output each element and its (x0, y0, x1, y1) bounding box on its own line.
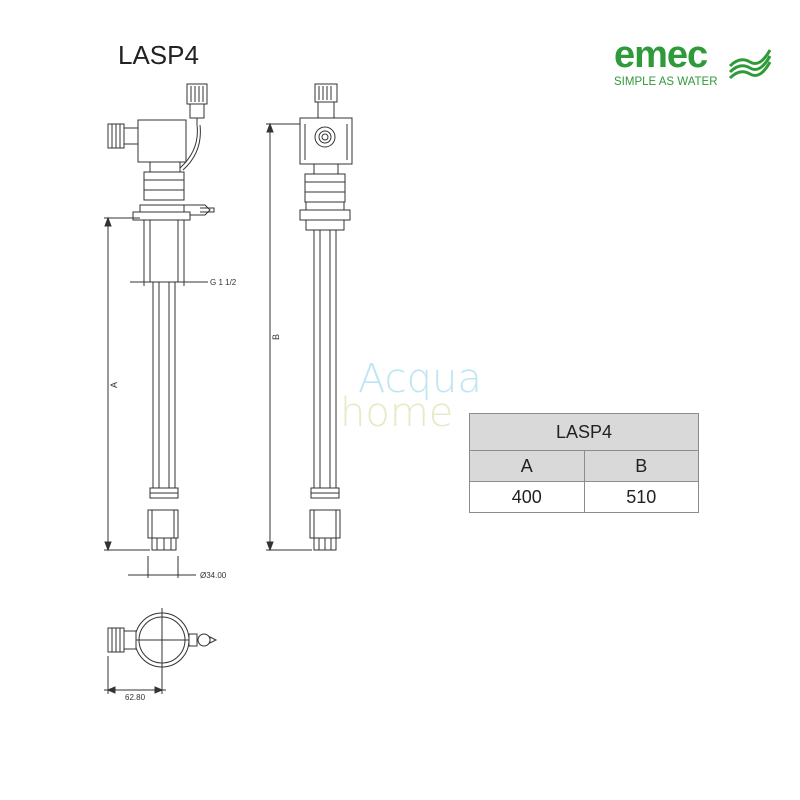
top-view (104, 608, 218, 694)
logo-word: emec (614, 34, 708, 76)
side-view (104, 83, 215, 578)
page-title: LASP4 (118, 40, 199, 70)
dimension-a-label: A (109, 382, 119, 388)
logo-tagline: SIMPLE AS WATER (614, 76, 718, 88)
front-view (266, 83, 353, 552)
table-value-b: 510 (583, 481, 699, 513)
table-value-a: 400 (469, 481, 585, 513)
emec-logo: emec SIMPLE AS WATER (606, 34, 776, 94)
dimensions-table: LASP4 A B 400 510 (469, 413, 699, 513)
table-column-b: B (583, 450, 699, 482)
thread-dimension-label: G 1 1/2 (210, 278, 237, 287)
table-column-a: A (469, 450, 585, 482)
diameter-dimension-label: Ø34.00 (200, 571, 227, 580)
water-waves-icon (728, 49, 772, 80)
dimension-b-label: B (271, 334, 281, 340)
table-header: LASP4 (469, 413, 699, 451)
width-dimension-label: 62.80 (125, 693, 146, 702)
